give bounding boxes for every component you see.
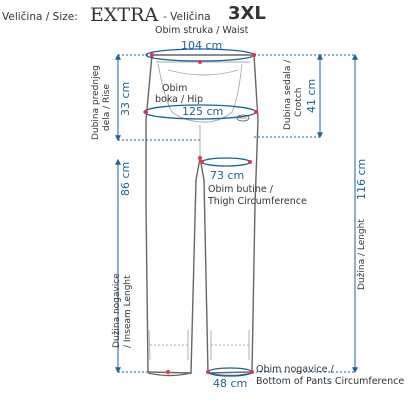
guide-lines	[115, 53, 358, 374]
rise-value: 33 cm	[119, 81, 132, 116]
inseam-label-line1: Dužina nogavice	[112, 273, 122, 348]
crotch-value: 41 cm	[305, 78, 318, 113]
thigh-ellipse	[201, 157, 251, 167]
inseam-label-line2: / Inseam Lenght	[123, 275, 133, 348]
crotch-label-line2: Crotch	[294, 87, 304, 117]
brand-logo	[236, 114, 250, 122]
thigh-label-line2: Thigh Circumference	[208, 196, 307, 207]
size-name: EXTRA	[90, 4, 159, 26]
hip-value: 125 cm	[182, 105, 224, 118]
pants-inner-lines	[148, 61, 250, 361]
hem-value: 48 cm	[213, 377, 248, 390]
hip-label-line2: boka / Hip	[155, 94, 204, 105]
hem-label-line1: Obim nogavice /	[256, 364, 334, 375]
size-label: Veličina / Size:	[2, 11, 78, 23]
hem-label-line2: Bottom of Pants Circumference	[256, 376, 405, 387]
rise-label-line2: dela / Rise	[102, 84, 112, 131]
crotch-label-line1: Dubina sedala /	[283, 59, 293, 130]
thigh-label-line1: Obim butine /	[208, 184, 273, 195]
size-label-2: - Veličina	[163, 11, 211, 23]
rise-label-line1: Dubina prednjeg	[91, 65, 101, 140]
waist-value: 104 cm	[181, 39, 223, 52]
size-code: 3XL	[228, 3, 266, 24]
inseam-value: 86 cm	[119, 161, 132, 196]
waist-label: Obim struka / Waist	[155, 25, 249, 36]
length-value: 116 cm	[355, 158, 368, 200]
hip-label-line1: Obim	[162, 83, 188, 94]
measure-points	[144, 52, 258, 374]
thigh-value: 73 cm	[210, 169, 245, 182]
length-label: Dužina / Lenght	[357, 219, 367, 290]
